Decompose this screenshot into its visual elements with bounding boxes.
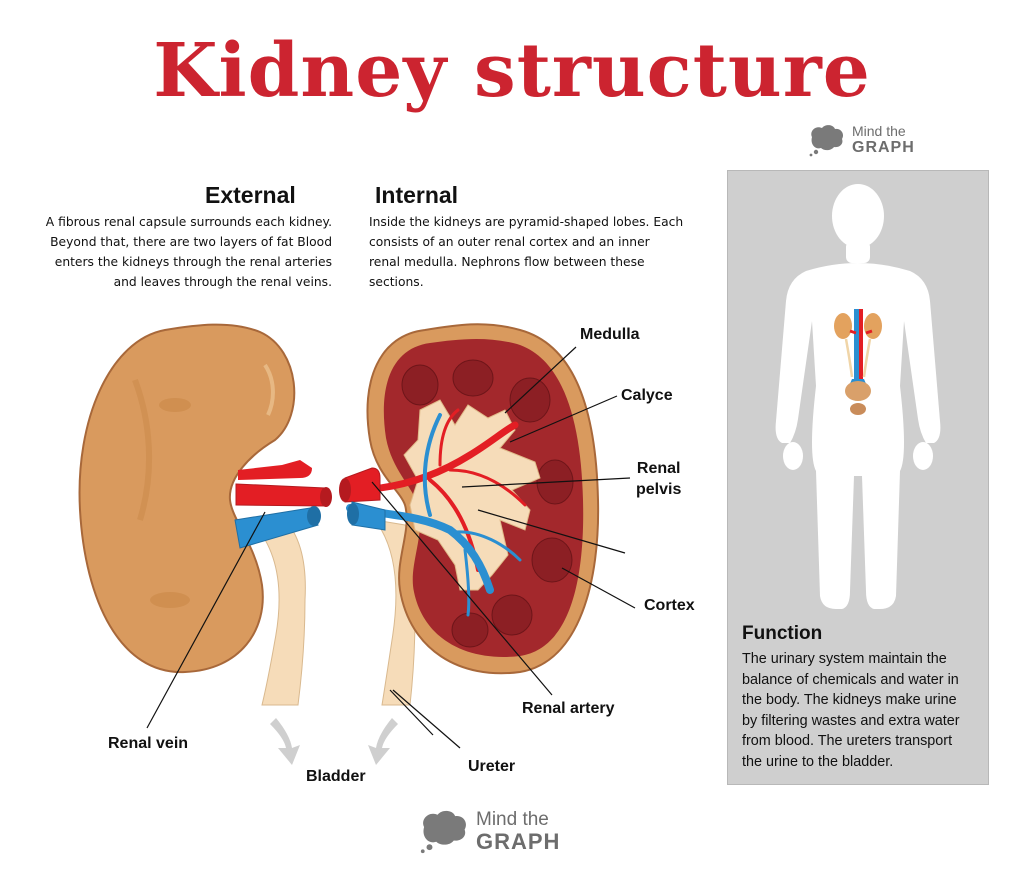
- internal-kidney: [339, 323, 600, 706]
- bladder-arrows: [270, 718, 398, 765]
- external-kidney: [78, 323, 332, 706]
- brain-logo-icon: [420, 810, 466, 854]
- internal-heading: Internal: [375, 182, 459, 208]
- external-line: enters the kidneys through the renal art…: [54, 255, 332, 269]
- label-ureter: Ureter: [468, 758, 516, 775]
- function-line: the urine to the bladder.: [742, 753, 894, 770]
- internal-line: consists of an outer renal cortex and an…: [369, 235, 650, 249]
- label-cortex: Cortex: [644, 597, 695, 614]
- function-line: the body. The kidneys make urine: [742, 692, 957, 708]
- page-title: Kidney structure: [153, 28, 871, 114]
- human-body-figure: [775, 184, 941, 609]
- internal-line: sections.: [369, 275, 424, 289]
- function-title: Function: [742, 623, 823, 644]
- external-text: A fibrous renal capsule surrounds each k…: [16, 212, 332, 292]
- label-renal-pelvis-line1: Renal: [636, 460, 681, 477]
- logo-line1: Mind the: [852, 123, 906, 139]
- logo-line2: GRAPH: [476, 828, 561, 854]
- label-bladder: Bladder: [306, 768, 366, 785]
- logo-top: Mind the GRAPH: [806, 123, 915, 157]
- external-heading: External: [205, 182, 296, 208]
- internal-text: Inside the kidneys are pyramid-shaped lo…: [369, 212, 709, 292]
- internal-line: renal medulla. Nephrons flow between the…: [369, 255, 645, 269]
- external-line: and leaves through the renal veins.: [113, 275, 332, 289]
- function-panel: Function The urinary system maintain the…: [727, 170, 989, 785]
- logo-line1: Mind the: [476, 808, 549, 830]
- logo-line2: GRAPH: [852, 139, 915, 156]
- function-line: balance of chemicals and water in: [742, 671, 959, 688]
- function-line: from blood. The ureters transport: [742, 733, 953, 749]
- function-line: by filtering wastes and extra water: [742, 712, 960, 729]
- logo-bottom: Mind the GRAPH: [416, 808, 560, 854]
- leader-lines: [146, 346, 636, 749]
- external-line: A fibrous renal capsule surrounds each k…: [45, 215, 332, 229]
- brain-logo-icon: [809, 125, 844, 157]
- label-medulla: Medulla: [580, 326, 640, 343]
- label-renal-artery: Renal artery: [522, 700, 615, 717]
- label-renal-pelvis: Renal pelvis: [636, 458, 681, 500]
- label-renal-vein: Renal vein: [108, 735, 189, 752]
- function-text: The urinary system maintain the balance …: [742, 649, 978, 772]
- external-line: Beyond that, there are two layers of fat…: [50, 235, 332, 249]
- internal-line: Inside the kidneys are pyramid-shaped lo…: [369, 215, 684, 229]
- label-calyce: Calyce: [621, 387, 673, 404]
- label-renal-pelvis-line2: pelvis: [636, 481, 682, 498]
- mini-urinary-system-icon: [834, 309, 882, 415]
- function-line: The urinary system maintain the: [742, 651, 947, 667]
